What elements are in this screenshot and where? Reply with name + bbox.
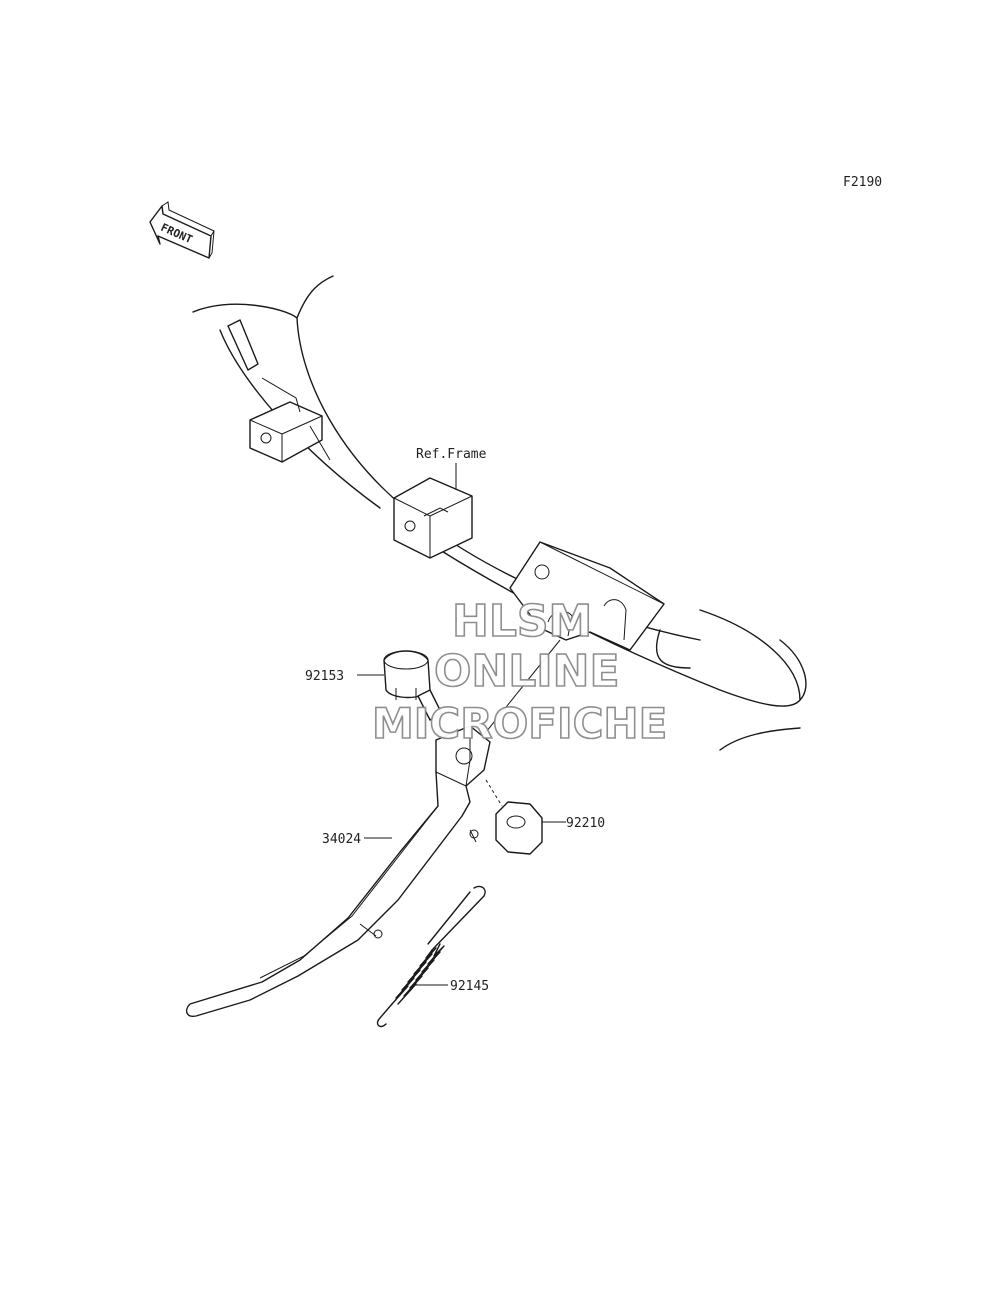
watermark-line-2: ONLINE [434, 646, 620, 697]
watermark-line-3: MICROFICHE [372, 699, 667, 748]
part-92210-nut [485, 779, 543, 855]
part-92145-label: 92145 [450, 979, 489, 994]
front-arrow-icon: FRONT [149, 201, 215, 259]
watermark: HLSM ONLINE MICROFICHE [371, 595, 668, 749]
figure-code: F2190 [843, 175, 882, 190]
part-92153-label: 92153 [305, 669, 344, 684]
part-92145-spring [376, 885, 486, 1028]
watermark-line-1: HLSM [452, 596, 592, 647]
part-92153-bolt [383, 650, 455, 759]
assembly-line [477, 639, 561, 743]
ref-frame-label: Ref.Frame [416, 447, 487, 462]
part-34024-label: 34024 [322, 832, 361, 847]
part-34024-side-stand [185, 725, 491, 1018]
part-92210-label: 92210 [566, 816, 605, 831]
frame-drawing [192, 275, 807, 751]
